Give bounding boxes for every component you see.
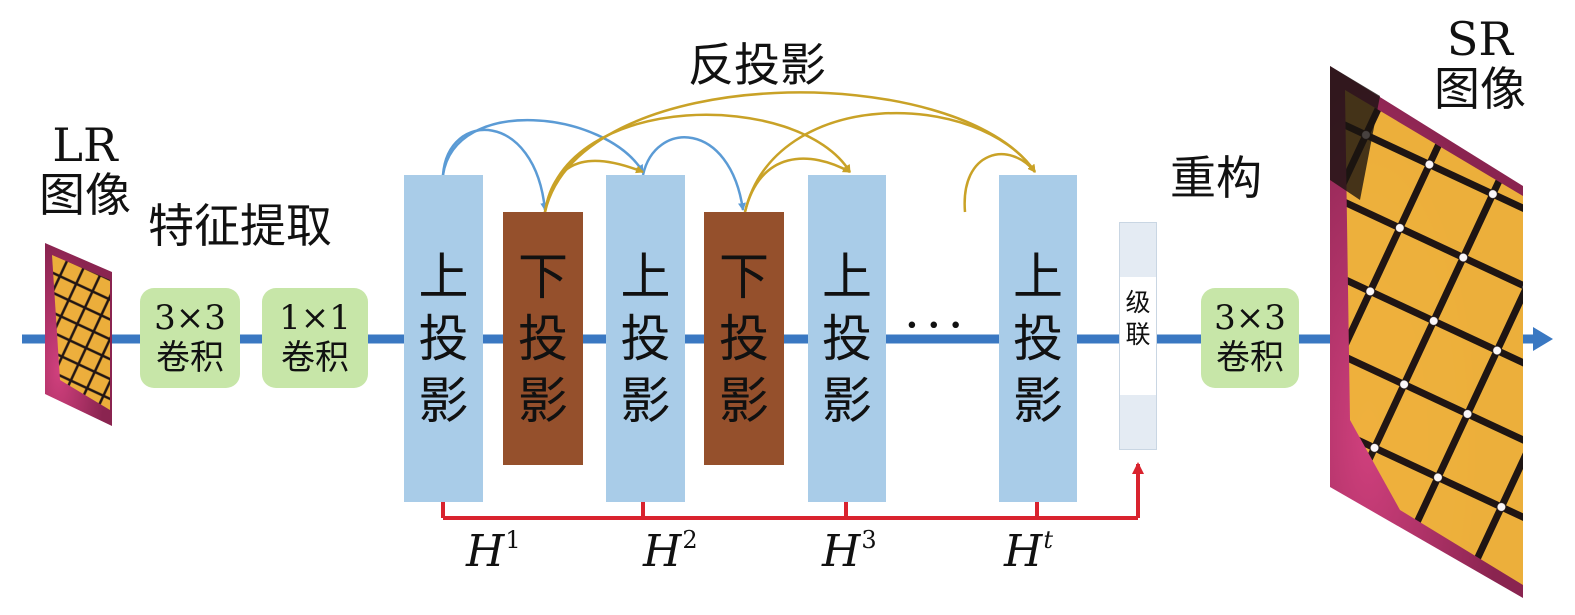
ellipsis: ··· bbox=[904, 296, 970, 354]
sr-label-line-2: 图像 bbox=[1434, 62, 1526, 116]
conv-kernel-label: 3×3 bbox=[1214, 298, 1286, 338]
concat-char: 联 bbox=[1125, 320, 1151, 349]
conv-kernel-label: 1×1 bbox=[279, 298, 351, 338]
gold-arc-5 bbox=[743, 111, 1037, 213]
blue-arc-2 bbox=[441, 119, 645, 176]
block-char: 投 bbox=[620, 309, 671, 368]
concat-band-top bbox=[1120, 223, 1156, 277]
block-char: 影 bbox=[822, 371, 872, 430]
lr-label-line-2: 图像 bbox=[39, 168, 131, 222]
pipeline-arrowhead bbox=[1533, 327, 1553, 351]
block-char: 投 bbox=[418, 309, 469, 368]
concat-char: 级 bbox=[1125, 288, 1151, 317]
butterfly-lr-image bbox=[45, 243, 112, 426]
concatenation-block: 级 联 bbox=[1119, 222, 1157, 450]
h-superscript: 2 bbox=[682, 526, 698, 554]
h-base: H bbox=[1004, 526, 1043, 577]
h-label-2: H2 bbox=[643, 528, 698, 574]
h-feature-links bbox=[441, 462, 1144, 520]
concat-label: 级 联 bbox=[1120, 287, 1156, 351]
butterfly-sr-image bbox=[1330, 66, 1523, 598]
h-base: H bbox=[643, 526, 682, 577]
block-char: 影 bbox=[620, 371, 671, 430]
h-base: H bbox=[466, 526, 505, 577]
up-projection-block-2: 上 投 影 bbox=[606, 175, 685, 502]
conv-type-label: 卷积 bbox=[156, 338, 224, 378]
block-char: 投 bbox=[1013, 309, 1063, 368]
h-label-1: H1 bbox=[466, 528, 521, 574]
block-char: 影 bbox=[1013, 371, 1063, 430]
h-superscript: 3 bbox=[861, 526, 877, 554]
conv-3x3-input: 3×3 卷积 bbox=[140, 288, 240, 388]
h-label-t: Ht bbox=[1004, 528, 1053, 574]
up-projection-block-1: 上 投 影 bbox=[404, 175, 483, 502]
h-superscript: 1 bbox=[505, 526, 521, 554]
h-label-3: H3 bbox=[822, 528, 877, 574]
h-superscript: t bbox=[1043, 526, 1054, 554]
block-char: 影 bbox=[418, 371, 469, 430]
conv-kernel-label: 3×3 bbox=[154, 298, 226, 338]
conv-type-label: 卷积 bbox=[281, 338, 349, 378]
block-char: 上 bbox=[1013, 247, 1063, 306]
conv-3x3-output: 3×3 卷积 bbox=[1201, 288, 1299, 388]
blue-arc-3 bbox=[641, 136, 746, 211]
down-projection-block-2: 下 投 影 bbox=[704, 212, 784, 465]
conv-type-label: 卷积 bbox=[1216, 338, 1284, 378]
up-projection-block-t: 上 投 影 bbox=[999, 175, 1077, 502]
block-char: 下 bbox=[518, 247, 568, 306]
up-projection-block-3: 上 投 影 bbox=[808, 175, 886, 502]
lr-image-label: LR 图像 bbox=[30, 120, 140, 220]
conv-1x1-input: 1×1 卷积 bbox=[262, 288, 368, 388]
concat-band-bottom bbox=[1120, 395, 1156, 449]
down-projection-block-1: 下 投 影 bbox=[503, 212, 583, 465]
block-char: 上 bbox=[418, 247, 469, 306]
block-char: 投 bbox=[719, 309, 769, 368]
h-base: H bbox=[822, 526, 861, 577]
block-char: 投 bbox=[822, 309, 872, 368]
blue-arc-1 bbox=[441, 128, 549, 211]
block-char: 投 bbox=[518, 309, 568, 368]
sr-image-label: SR 图像 bbox=[1420, 14, 1540, 114]
lr-label-line-1: LR bbox=[52, 118, 118, 172]
reconstruction-label: 重构 bbox=[1170, 151, 1262, 205]
block-char: 影 bbox=[719, 371, 769, 430]
block-char: 下 bbox=[719, 247, 769, 306]
block-char: 上 bbox=[620, 247, 671, 306]
feature-extraction-label: 特征提取 bbox=[148, 199, 332, 253]
back-projection-label: 反投影 bbox=[688, 38, 826, 92]
gold-arc-2 bbox=[543, 113, 852, 213]
gold-arc-6 bbox=[963, 153, 1036, 213]
sr-label-line-1: SR bbox=[1446, 12, 1514, 66]
block-char: 影 bbox=[518, 371, 568, 430]
block-char: 上 bbox=[822, 247, 872, 306]
